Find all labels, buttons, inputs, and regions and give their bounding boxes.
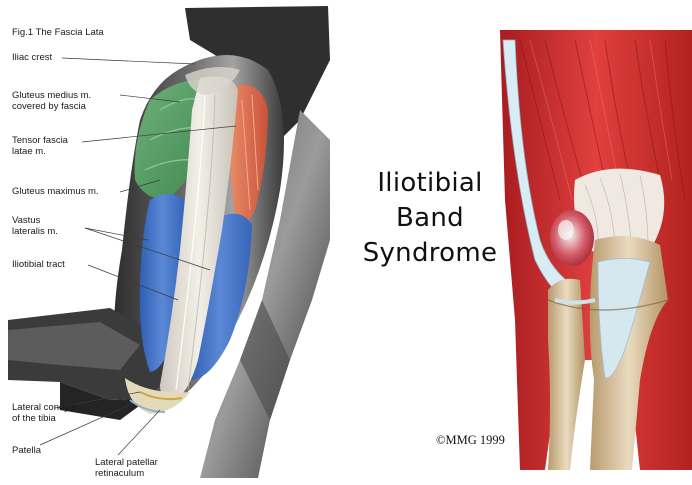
label-gluteus-medius-line1: Gluteus medius m. — [12, 90, 91, 101]
title-line-2: Band — [330, 203, 530, 233]
label-lateral-patellar-line2: retinaculum — [95, 468, 144, 479]
label-patella: Patella — [12, 445, 41, 456]
title-line-3: Syndrome — [330, 238, 530, 268]
title-line-1: Iliotibial — [330, 168, 530, 198]
label-iliotibial-tract: Iliotibial tract — [12, 259, 65, 270]
label-gluteus-maximus: Gluteus maximus m. — [12, 186, 99, 197]
label-lateral-patellar-line1: Lateral patellar — [95, 457, 158, 468]
label-tensor-fascia-line1: Tensor fascia — [12, 135, 68, 146]
copyright-credit: ©MMG 1999 — [436, 433, 505, 448]
label-vastus-line1: Vastus — [12, 215, 40, 226]
label-lateral-condyle-line2: of the tibia — [12, 413, 56, 424]
label-gluteus-medius-line2: covered by fascia — [12, 101, 86, 112]
label-iliac-crest: Iliac crest — [12, 52, 52, 63]
figure-caption: Fig.1 The Fascia Lata — [12, 27, 104, 38]
label-tensor-fascia-line2: latae m. — [12, 146, 46, 157]
label-vastus-line2: lateralis m. — [12, 226, 58, 237]
label-lateral-condyle-line1: Lateral condyle — [12, 402, 76, 413]
